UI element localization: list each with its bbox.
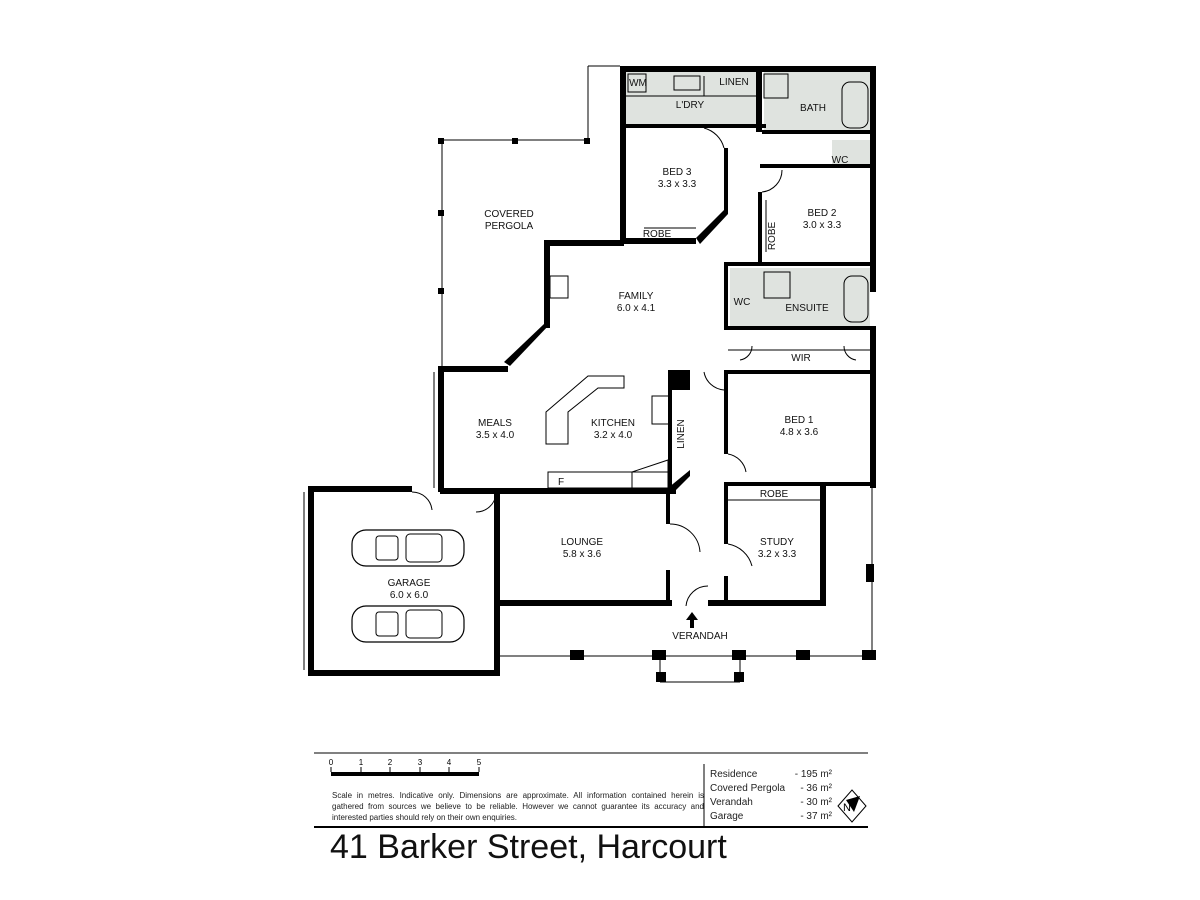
label-fridge: F	[558, 477, 564, 488]
label-bed2-dim: 3.0 x 3.3	[803, 220, 842, 231]
area-value: - 36 m²	[800, 783, 832, 794]
label-garage-dim: 6.0 x 6.0	[390, 590, 429, 601]
label-robe-bed2: ROBE	[767, 222, 778, 251]
label-kitchen: KITCHEN	[591, 418, 635, 429]
label-lounge-dim: 5.8 x 3.6	[563, 549, 602, 560]
pergola-outline	[438, 65, 620, 368]
area-name: Verandah	[710, 797, 753, 808]
area-name: Covered Pergola	[710, 783, 786, 794]
label-family-dim: 6.0 x 4.1	[617, 303, 656, 314]
entry-arrow-icon	[686, 612, 698, 628]
scale-tick-label: 0	[329, 758, 334, 767]
label-bath: BATH	[800, 103, 826, 114]
laundry-floor	[626, 72, 758, 124]
area-row: Covered Pergola - 36 m²	[710, 782, 832, 796]
label-lounge: LOUNGE	[561, 537, 604, 548]
label-wc-top: WC	[832, 155, 849, 166]
label-verandah: VERANDAH	[672, 631, 728, 642]
wc-top-floor	[832, 140, 870, 166]
scale-tick-label: 1	[359, 758, 364, 767]
label-wc-ensuite: WC	[734, 297, 751, 308]
area-row: Residence - 195 m²	[710, 768, 832, 782]
label-laundry: L'DRY	[676, 100, 705, 111]
area-name: Garage	[710, 811, 744, 822]
label-study: STUDY	[760, 537, 794, 548]
label-robe-study: ROBE	[760, 489, 789, 500]
label-garage: GARAGE	[388, 578, 431, 589]
disclaimer-text: Scale in metres. Indicative only. Dimens…	[332, 791, 704, 822]
bath-floor	[764, 72, 872, 132]
label-pergola-2: PERGOLA	[485, 221, 534, 232]
car-icon	[351, 529, 465, 567]
label-ensuite: ENSUITE	[785, 303, 829, 314]
north-arrow-icon: N	[837, 789, 867, 823]
area-summary: Residence - 195 m² Covered Pergola - 36 …	[710, 768, 832, 824]
scale-bar: 0 1 2 3 4 5	[329, 758, 482, 776]
verandah-posts	[570, 564, 876, 683]
area-row: Garage - 37 m²	[710, 810, 832, 824]
area-row: Verandah - 30 m²	[710, 796, 832, 810]
label-bed1: BED 1	[785, 415, 814, 426]
label-wir: WIR	[791, 353, 810, 364]
label-kitchen-dim: 3.2 x 4.0	[594, 430, 633, 441]
label-meals-dim: 3.5 x 4.0	[476, 430, 515, 441]
area-value: - 30 m²	[800, 797, 832, 808]
label-pergola-1: COVERED	[484, 209, 533, 220]
label-bed1-dim: 4.8 x 3.6	[780, 427, 819, 438]
area-name: Residence	[710, 769, 758, 780]
label-bed3: BED 3	[663, 167, 692, 178]
scale-tick-label: 2	[388, 758, 393, 767]
label-family: FAMILY	[619, 291, 654, 302]
car-icon	[351, 605, 465, 643]
property-address: 41 Barker Street, Harcourt	[330, 828, 727, 866]
area-value: - 195 m²	[794, 769, 832, 780]
label-robe-bed3: ROBE	[643, 229, 672, 240]
area-value: - 37 m²	[800, 811, 832, 822]
scale-tick-label: 4	[447, 758, 452, 767]
scale-tick-label: 3	[418, 758, 423, 767]
scale-tick-label: 5	[477, 758, 482, 767]
label-linen-top: LINEN	[719, 77, 748, 88]
label-wm: WM	[629, 78, 647, 89]
label-bed2: BED 2	[808, 208, 837, 219]
label-linen-hall: LINEN	[676, 419, 687, 448]
label-bed3-dim: 3.3 x 3.3	[658, 179, 697, 190]
label-meals: MEALS	[478, 418, 512, 429]
label-study-dim: 3.2 x 3.3	[758, 549, 797, 560]
svg-text:N: N	[843, 802, 851, 814]
